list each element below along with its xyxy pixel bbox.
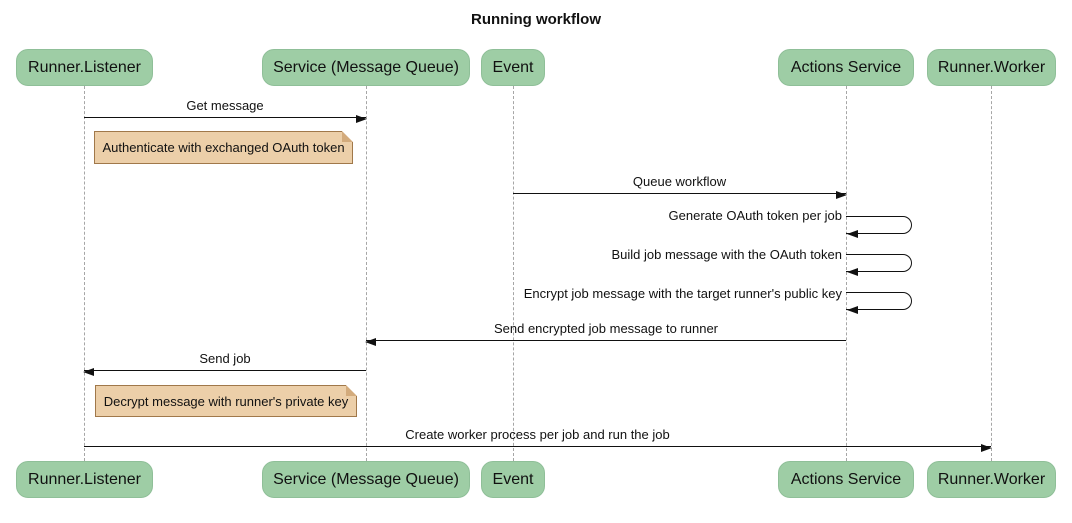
self-message-generate-oauth-label: Generate OAuth token per job [668, 208, 842, 223]
note-authenticate-oauth: Authenticate with exchanged OAuth token [94, 130, 354, 164]
arrowhead-left-icon [365, 337, 376, 346]
message-get-message-label: Get message [186, 98, 264, 113]
note-fold-corner [342, 130, 354, 142]
arrowhead-left-icon [847, 268, 858, 277]
arrowhead-left-icon [83, 367, 94, 376]
self-message-generate-oauth-loop [846, 216, 912, 239]
message-create-worker: Create worker process per job and run th… [84, 427, 992, 452]
lifeline-actions-service [846, 86, 847, 461]
lifeline-runner-listener [84, 86, 85, 461]
self-message-build-job-loop [846, 254, 912, 277]
note-authenticate-oauth-label: Authenticate with exchanged OAuth token [102, 140, 345, 155]
message-queue-workflow: Queue workflow [513, 174, 847, 199]
arrowhead-right-icon [356, 114, 367, 123]
lifeline-runner-worker [991, 86, 992, 461]
lifeline-service-message-queue [366, 86, 367, 461]
self-message-encrypt-job-loop [846, 292, 912, 315]
note-decrypt-message-label: Decrypt message with runner's private ke… [103, 393, 349, 409]
self-message-build-job-label: Build job message with the OAuth token [611, 247, 842, 262]
participant-runner-listener-top: Runner.Listener [16, 49, 153, 86]
participant-service-message-queue-bottom: Service (Message Queue) [262, 461, 470, 498]
participant-actions-service-bottom: Actions Service [778, 461, 914, 498]
message-send-encrypted-job-label: Send encrypted job message to runner [493, 321, 719, 336]
participant-runner-worker-top: Runner.Worker [927, 49, 1056, 86]
arrowhead-right-icon [836, 190, 847, 199]
message-create-worker-label: Create worker process per job and run th… [405, 427, 670, 442]
note-decrypt-message: Decrypt message with runner's private ke… [95, 384, 358, 417]
message-get-message: Get message [84, 98, 367, 123]
participant-runner-worker-bottom: Runner.Worker [927, 461, 1056, 498]
message-queue-workflow-label: Queue workflow [632, 174, 727, 189]
participant-actions-service-top: Actions Service [778, 49, 914, 86]
participant-event-bottom: Event [481, 461, 545, 498]
arrowhead-left-icon [847, 306, 858, 315]
participant-service-message-queue-top: Service (Message Queue) [262, 49, 470, 86]
message-send-encrypted-job: Send encrypted job message to runner [365, 321, 846, 346]
participant-runner-listener-bottom: Runner.Listener [16, 461, 153, 498]
message-send-job-label: Send job [199, 351, 251, 366]
arrowhead-left-icon [847, 230, 858, 239]
self-message-encrypt-job-label: Encrypt job message with the target runn… [523, 286, 842, 301]
message-send-job: Send job [83, 351, 366, 376]
note-fold-corner [346, 384, 358, 396]
arrowhead-right-icon [981, 443, 992, 452]
lifeline-event [513, 86, 514, 461]
diagram-title: Running workflow [471, 11, 601, 28]
participant-event-top: Event [481, 49, 545, 86]
